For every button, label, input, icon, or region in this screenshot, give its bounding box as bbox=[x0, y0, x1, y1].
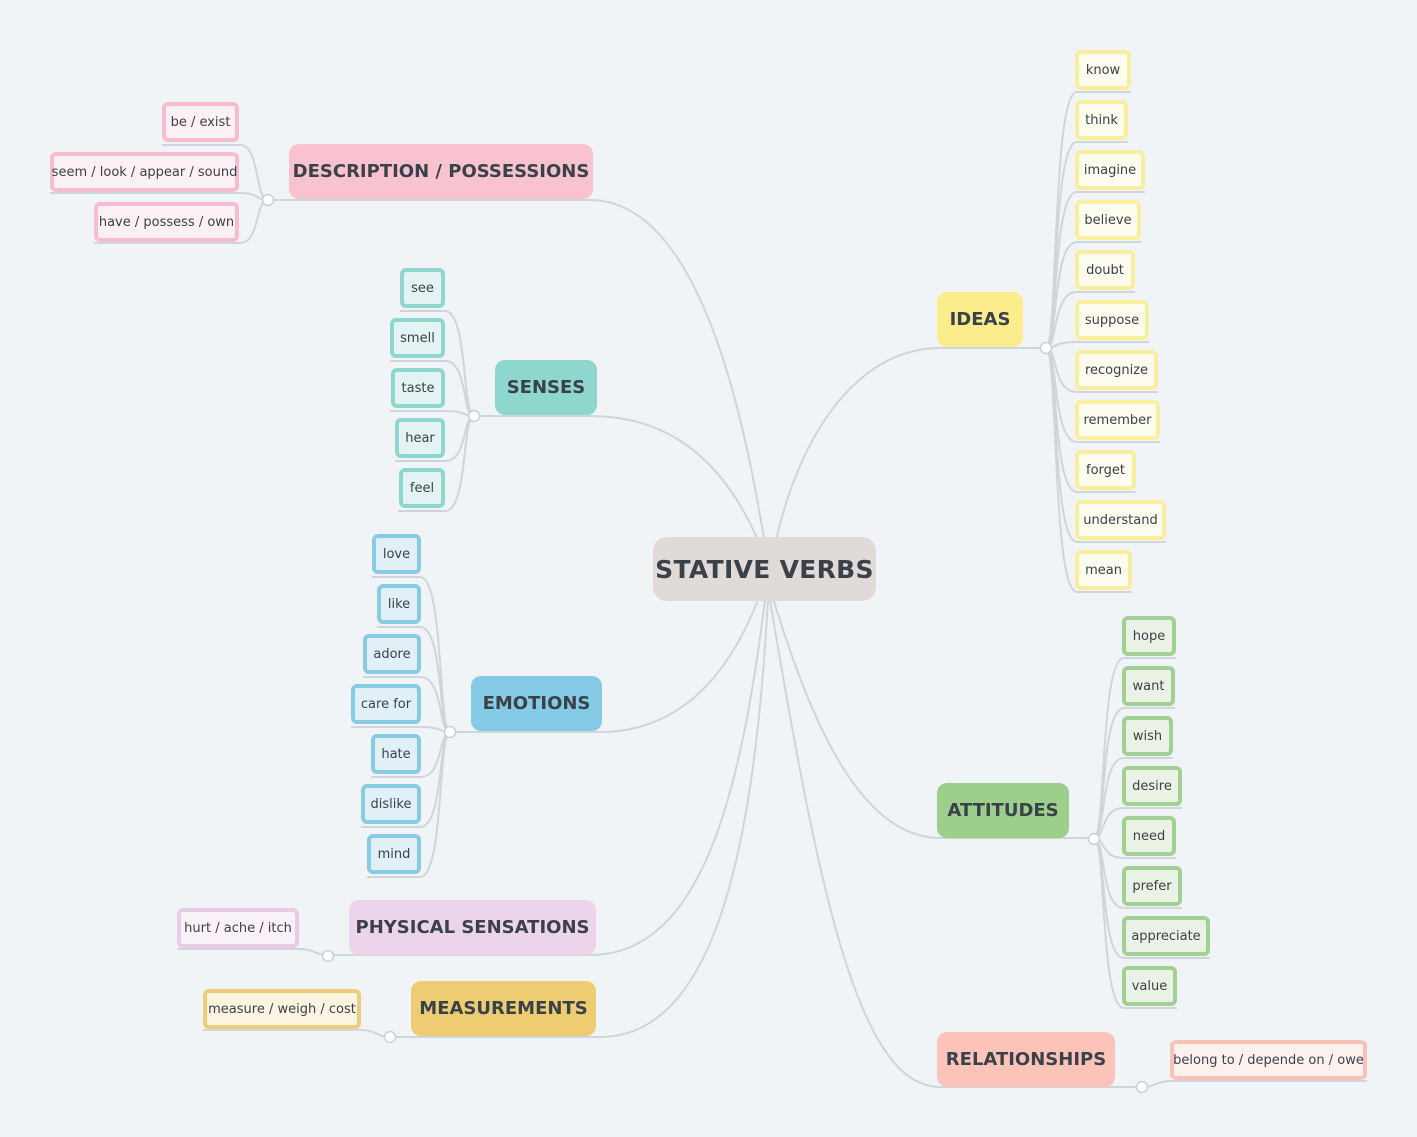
leaf-think[interactable]: think bbox=[1075, 100, 1128, 140]
junction-emotions bbox=[443, 725, 457, 739]
link-center-physical bbox=[328, 599, 766, 956]
leaf-forget[interactable]: forget bbox=[1075, 450, 1136, 490]
leaf-like[interactable]: like bbox=[377, 584, 421, 624]
leaf-suppose[interactable]: suppose bbox=[1075, 300, 1149, 340]
link-center-relationships bbox=[769, 599, 1142, 1088]
leaf-mean[interactable]: mean bbox=[1075, 550, 1132, 590]
leaf-imagine[interactable]: imagine bbox=[1075, 150, 1145, 190]
category-description[interactable]: DESCRIPTION / POSSESSIONS bbox=[289, 144, 593, 199]
leaf-hear[interactable]: hear bbox=[395, 418, 445, 458]
leaf-care-for[interactable]: care for bbox=[351, 684, 421, 724]
leaf-desire[interactable]: desire bbox=[1122, 766, 1182, 806]
leaf-recognize[interactable]: recognize bbox=[1075, 350, 1158, 390]
junction-physical bbox=[321, 949, 335, 963]
leaf-seem-look-appear-sound[interactable]: seem / look / appear / sound bbox=[50, 152, 239, 192]
leaf-doubt[interactable]: doubt bbox=[1075, 250, 1135, 290]
leaf-prefer[interactable]: prefer bbox=[1122, 866, 1182, 906]
junction-description bbox=[261, 193, 275, 207]
leaf-love[interactable]: love bbox=[372, 534, 421, 574]
leaf-hate[interactable]: hate bbox=[371, 734, 421, 774]
leaf-need[interactable]: need bbox=[1122, 816, 1176, 856]
category-relationships[interactable]: RELATIONSHIPS bbox=[937, 1032, 1115, 1087]
junction-ideas bbox=[1039, 341, 1053, 355]
junction-attitudes bbox=[1087, 832, 1101, 846]
link-center-senses bbox=[474, 415, 761, 546]
leaf-believe[interactable]: believe bbox=[1075, 200, 1141, 240]
leaf-feel[interactable]: feel bbox=[399, 468, 445, 508]
leaf-know[interactable]: know bbox=[1075, 50, 1131, 90]
junction-senses bbox=[467, 409, 481, 423]
leaf-wish[interactable]: wish bbox=[1122, 716, 1173, 756]
leaf-have-possess-own[interactable]: have / possess / own bbox=[94, 202, 239, 242]
junction-relationships bbox=[1135, 1080, 1149, 1094]
central-topic[interactable]: STATIVE VERBS bbox=[653, 537, 876, 601]
leaf-taste[interactable]: taste bbox=[391, 368, 445, 408]
link-center-description bbox=[268, 199, 766, 546]
category-ideas[interactable]: IDEAS bbox=[937, 292, 1023, 347]
leaf-belong-to-depende-on-owe[interactable]: belong to / depende on / owe bbox=[1170, 1040, 1367, 1080]
link-center-ideas bbox=[774, 347, 1046, 546]
link-center-emotions bbox=[450, 594, 761, 733]
leaf-adore[interactable]: adore bbox=[363, 634, 421, 674]
leaf-appreciate[interactable]: appreciate bbox=[1122, 916, 1210, 956]
leaf-see[interactable]: see bbox=[400, 268, 445, 308]
leaf-measure-weigh-cost[interactable]: measure / weigh / cost bbox=[203, 989, 361, 1029]
leaf-hope[interactable]: hope bbox=[1122, 616, 1176, 656]
category-physical-sensations[interactable]: PHYSICAL SENSATIONS bbox=[349, 900, 596, 955]
link-center-measurements bbox=[390, 599, 769, 1038]
category-senses[interactable]: SENSES bbox=[495, 360, 597, 415]
leaf-understand[interactable]: understand bbox=[1075, 500, 1166, 540]
leaf-dislike[interactable]: dislike bbox=[361, 784, 421, 824]
junction-measurements bbox=[383, 1030, 397, 1044]
category-emotions[interactable]: EMOTIONS bbox=[471, 676, 602, 731]
leaf-hurt-ache-itch[interactable]: hurt / ache / itch bbox=[177, 908, 299, 948]
category-attitudes[interactable]: ATTITUDES bbox=[937, 783, 1069, 838]
leaf-want[interactable]: want bbox=[1122, 666, 1175, 706]
leaf-smell[interactable]: smell bbox=[390, 318, 445, 358]
leaf-remember[interactable]: remember bbox=[1075, 400, 1160, 440]
leaf-be-exist[interactable]: be / exist bbox=[162, 102, 239, 142]
category-measurements[interactable]: MEASUREMENTS bbox=[411, 981, 596, 1036]
link-center-attitudes bbox=[771, 594, 1094, 839]
leaf-mind[interactable]: mind bbox=[367, 834, 421, 874]
leaf-value[interactable]: value bbox=[1122, 966, 1177, 1006]
